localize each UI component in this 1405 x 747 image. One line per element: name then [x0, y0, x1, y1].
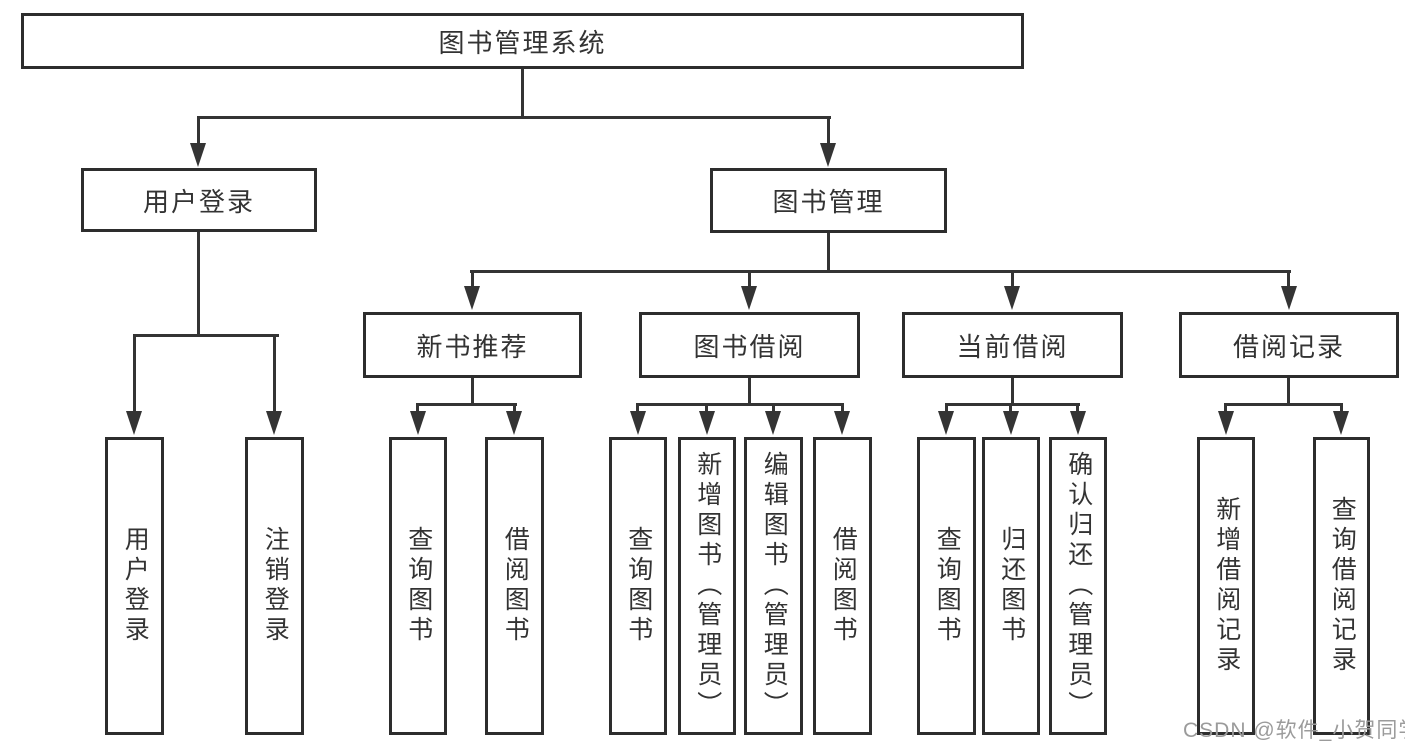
leaf-br-add-record: 新增借阅记录 — [1197, 437, 1255, 735]
edge-arrow — [266, 411, 282, 435]
edge-line — [1287, 270, 1290, 288]
edge-line — [1224, 403, 1227, 413]
edge-arrow — [464, 286, 480, 310]
leaf-bb-query-books: 查询图书 — [609, 437, 667, 735]
edge-line — [133, 334, 136, 413]
edge-line — [1340, 403, 1343, 413]
edge-arrow — [765, 411, 781, 435]
node-current-borrow: 当前借阅 — [902, 312, 1123, 378]
edge-line — [471, 270, 474, 288]
leaf-user-login-label: 用户登录 — [121, 526, 150, 646]
edge-line — [273, 334, 276, 413]
edge-line — [705, 403, 708, 413]
edge-line — [1076, 403, 1079, 413]
leaf-cb-return-books: 归还图书 — [982, 437, 1040, 735]
node-root: 图书管理系统 — [21, 13, 1024, 69]
watermark: CSDN @软件_小贺同学 — [1183, 719, 1405, 742]
edge-line — [133, 334, 279, 337]
edge-line — [945, 403, 1080, 406]
edge-arrow — [1333, 411, 1349, 435]
node-current-borrow-label: 当前借阅 — [956, 331, 1069, 362]
edge-arrow — [410, 411, 426, 435]
node-root-label: 图书管理系统 — [438, 27, 607, 58]
leaf-logout: 注销登录 — [245, 437, 304, 735]
edge-line — [470, 270, 1291, 273]
leaf-bb-add-books-admin-label: 新增图书（管理员） — [693, 451, 722, 721]
edge-line — [748, 378, 751, 405]
leaf-bb-edit-books-admin: 编辑图书（管理员） — [744, 437, 803, 735]
node-user-login-label: 用户登录 — [142, 186, 255, 217]
edge-line — [827, 116, 830, 146]
edge-line — [1224, 403, 1343, 406]
edge-arrow — [630, 411, 646, 435]
leaf-cb-query-books-label: 查询图书 — [933, 526, 962, 646]
edge-arrow — [834, 411, 850, 435]
edge-line — [416, 403, 517, 406]
edge-line — [945, 403, 948, 413]
edge-line — [841, 403, 844, 413]
edge-line — [513, 403, 516, 413]
leaf-nb-query-books-label: 查询图书 — [404, 526, 433, 646]
leaf-br-add-record-label: 新增借阅记录 — [1212, 496, 1241, 676]
edge-arrow — [190, 143, 206, 167]
leaf-br-query-record-label: 查询借阅记录 — [1328, 496, 1357, 676]
node-new-book-recommend-label: 新书推荐 — [416, 331, 529, 362]
edge-arrow — [699, 411, 715, 435]
leaf-nb-query-books: 查询图书 — [389, 437, 447, 735]
edge-arrow — [1218, 411, 1234, 435]
edge-arrow — [820, 143, 836, 167]
node-borrow-records: 借阅记录 — [1179, 312, 1399, 378]
edge-arrow — [1070, 411, 1086, 435]
leaf-cb-confirm-return-admin-label: 确认归还（管理员） — [1064, 451, 1093, 721]
edge-line — [1011, 378, 1014, 405]
edge-arrow — [126, 411, 142, 435]
leaf-nb-borrow-books: 借阅图书 — [485, 437, 544, 735]
edge-line — [197, 116, 200, 146]
node-book-management-label: 图书管理 — [772, 187, 885, 217]
leaf-bb-add-books-admin: 新增图书（管理员） — [678, 437, 736, 735]
edge-arrow — [1004, 286, 1020, 310]
edge-line — [748, 270, 751, 288]
edge-line — [416, 403, 419, 413]
leaf-bb-edit-books-admin-label: 编辑图书（管理员） — [760, 451, 789, 721]
node-borrow-records-label: 借阅记录 — [1232, 331, 1345, 362]
edge-line — [197, 116, 831, 119]
edge-line — [772, 403, 775, 413]
leaf-bb-borrow-books-label: 借阅图书 — [829, 526, 858, 646]
edge-line — [471, 378, 474, 405]
leaf-logout-label: 注销登录 — [261, 526, 290, 646]
edge-line — [197, 232, 200, 336]
leaf-bb-borrow-books: 借阅图书 — [813, 437, 872, 735]
node-new-book-recommend: 新书推荐 — [363, 312, 582, 378]
edge-arrow — [741, 286, 757, 310]
node-book-management: 图书管理 — [710, 168, 947, 233]
node-user-login: 用户登录 — [81, 168, 317, 232]
edge-line — [1009, 403, 1012, 413]
leaf-cb-return-books-label: 归还图书 — [997, 526, 1026, 646]
leaf-user-login: 用户登录 — [105, 437, 164, 735]
node-book-borrow-label: 图书借阅 — [693, 331, 806, 362]
edge-arrow — [1003, 411, 1019, 435]
edge-line — [636, 403, 844, 406]
edge-arrow — [1281, 286, 1297, 310]
edge-line — [521, 69, 524, 118]
edge-line — [827, 233, 830, 273]
edge-arrow — [938, 411, 954, 435]
edge-arrow — [506, 411, 522, 435]
leaf-br-query-record: 查询借阅记录 — [1313, 437, 1370, 735]
leaf-bb-query-books-label: 查询图书 — [624, 526, 653, 646]
leaf-cb-query-books: 查询图书 — [917, 437, 976, 735]
edge-line — [636, 403, 639, 413]
leaf-cb-confirm-return-admin: 确认归还（管理员） — [1049, 437, 1107, 735]
edge-line — [1011, 270, 1014, 288]
edge-line — [1287, 378, 1290, 405]
leaf-nb-borrow-books-label: 借阅图书 — [501, 526, 530, 646]
node-book-borrow: 图书借阅 — [639, 312, 860, 378]
